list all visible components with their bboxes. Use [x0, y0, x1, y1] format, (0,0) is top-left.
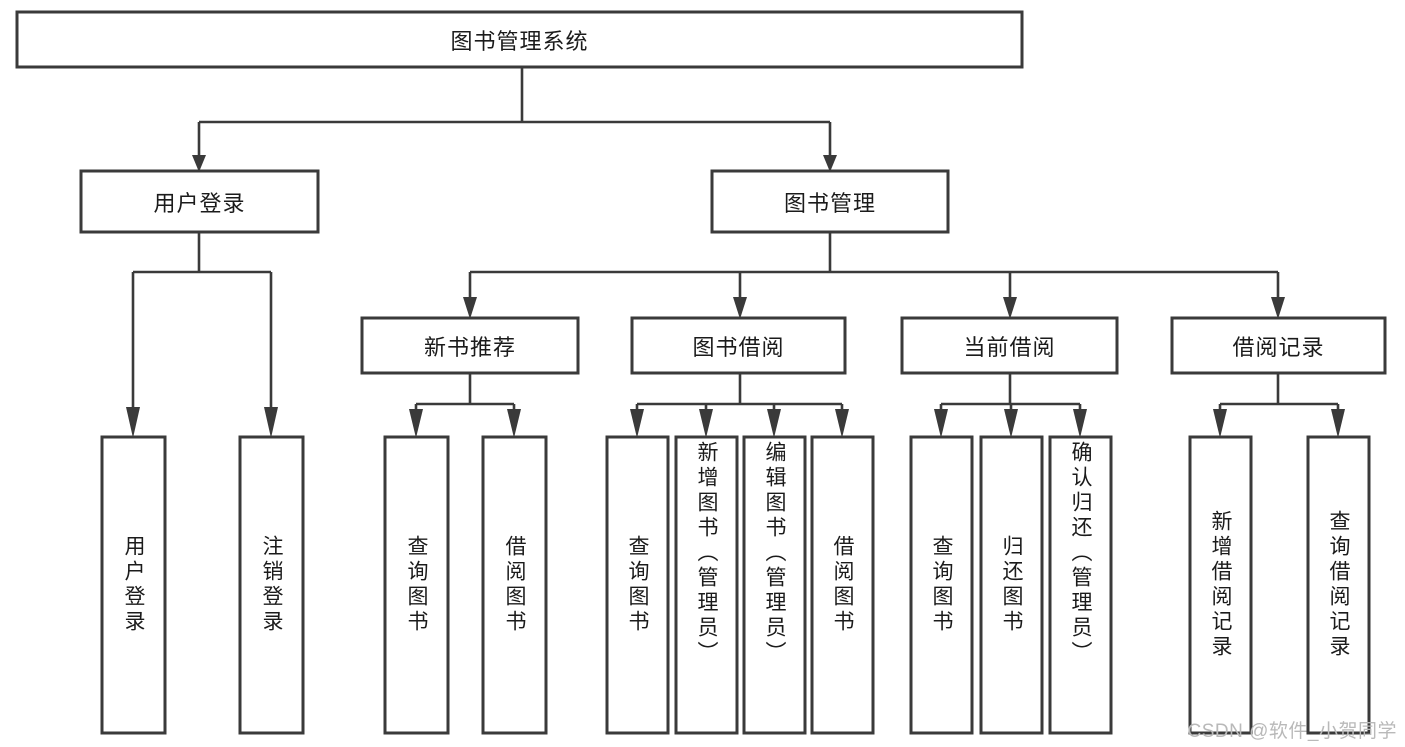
node-leaf-borrow-book-1[interactable]	[481, 435, 548, 735]
node-book-borrow[interactable]	[630, 316, 847, 375]
arrow-head-leaf-logout	[264, 407, 278, 438]
arrow-head-leaf-borrow-book-2	[835, 409, 849, 438]
arrow-head-leaf-edit-book	[767, 409, 781, 438]
arrow-head-leaf-return-book	[1004, 409, 1018, 438]
arrow-head-leaf-user-login	[126, 407, 140, 438]
node-leaf-confirm-return[interactable]	[1048, 435, 1113, 735]
node-leaf-logout[interactable]	[238, 435, 305, 735]
arrow-head-leaf-add-record	[1213, 409, 1227, 438]
node-current-borrow[interactable]	[900, 316, 1119, 375]
node-layer	[15, 10, 1387, 735]
node-root[interactable]	[15, 10, 1024, 69]
node-leaf-add-record[interactable]	[1188, 435, 1253, 735]
node-leaf-return-book[interactable]	[979, 435, 1044, 735]
node-user-login[interactable]	[79, 169, 320, 234]
arrow-head-borrow-record	[1271, 297, 1285, 319]
arrow-head-leaf-query-book-2	[630, 409, 644, 438]
arrow-head-leaf-borrow-book-1	[507, 409, 521, 438]
arrow-head-leaf-add-book	[699, 409, 713, 438]
arrow-head-leaf-query-book-1	[409, 409, 423, 438]
arrow-head-book-management	[823, 155, 837, 172]
node-leaf-edit-book[interactable]	[742, 435, 807, 735]
node-leaf-add-book[interactable]	[674, 435, 739, 735]
node-leaf-query-record[interactable]	[1306, 435, 1371, 735]
arrow-head-leaf-query-record	[1331, 409, 1345, 438]
node-leaf-query-book-1[interactable]	[383, 435, 450, 735]
connector-layer	[126, 67, 1345, 438]
node-leaf-query-book-3[interactable]	[909, 435, 974, 735]
node-leaf-user-login[interactable]	[100, 435, 167, 735]
node-borrow-record[interactable]	[1170, 316, 1387, 375]
arrow-head-user-login	[192, 155, 206, 172]
arrow-head-book-borrow	[733, 297, 747, 319]
node-leaf-borrow-book-2[interactable]	[810, 435, 875, 735]
node-new-book-recommend[interactable]	[360, 316, 580, 375]
node-book-management[interactable]	[710, 169, 950, 234]
arrow-head-leaf-confirm-return	[1073, 409, 1087, 438]
arrow-head-new-book-recommend	[463, 297, 477, 319]
node-leaf-query-book-2[interactable]	[605, 435, 670, 735]
arrow-head-leaf-query-book-3	[934, 409, 948, 438]
arrow-head-current-borrow	[1003, 297, 1017, 319]
